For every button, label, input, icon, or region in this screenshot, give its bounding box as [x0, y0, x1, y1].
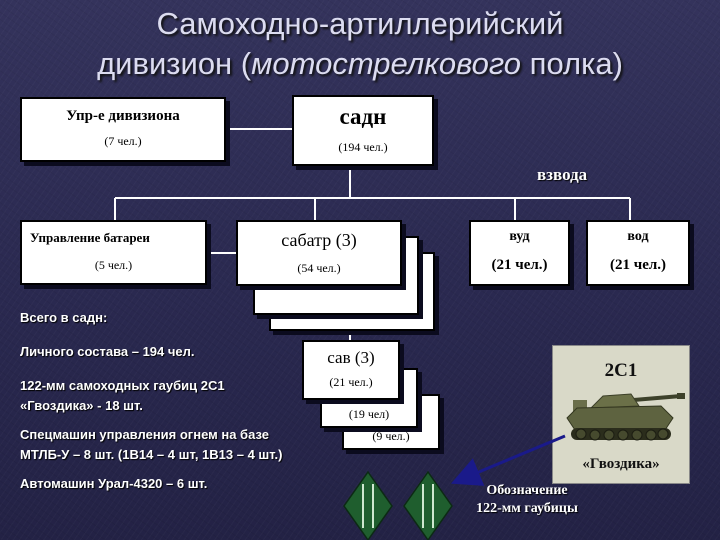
box-label: сабатр (3)	[281, 230, 357, 250]
legend-line-1: Обозначение	[486, 483, 568, 498]
sadn-box[interactable]: садн (194 чел.)	[292, 95, 434, 166]
box-count: (5 чел.)	[94, 258, 133, 272]
vzvoda-label: взвода	[537, 165, 588, 184]
howitzer-photo-card: 2С1 «Гвоздика»	[552, 345, 690, 484]
slide-title: Самоходно-артиллерийский дивизион (мотос…	[0, 4, 720, 84]
box-label: Управление батареи	[30, 230, 150, 245]
box-count: (19 чел)	[348, 407, 390, 421]
box-count: (54 чел.)	[297, 261, 341, 275]
howitzer-symbol-icon	[343, 470, 393, 540]
vud-box[interactable]: вуд (21 чел.)	[469, 220, 570, 286]
box-count: (9 чел.)	[372, 429, 410, 443]
summary-howitzers: 122-мм самоходных гаубиц 2С1 «Гвоздика» …	[20, 378, 225, 413]
howitzer-symbols	[343, 470, 453, 540]
box-count: (7 чел.)	[104, 134, 142, 148]
self-propelled-gun-image	[566, 393, 685, 441]
box-count: (21 чел.)	[329, 375, 373, 389]
box-count: (21 чел.)	[609, 257, 667, 273]
title-part-italic: мотострелкового	[251, 46, 522, 81]
legend-text: Обозначение 122-мм гаубицы	[452, 482, 602, 518]
sav-box[interactable]: сав (3) (21 чел.)	[302, 340, 400, 400]
vod-box[interactable]: вод (21 чел.)	[586, 220, 690, 286]
upr-divisiona-box[interactable]: Упр-е дивизиона (7 чел.)	[20, 97, 226, 162]
box-label: сав (3)	[327, 348, 375, 367]
box-label: садн	[339, 104, 387, 129]
box-label: вод	[627, 229, 649, 244]
howitzer-symbol-icon	[403, 470, 453, 540]
box-count: (21 чел.)	[491, 257, 548, 273]
upr-batarei-box[interactable]: Управление батареи (5 чел.)	[20, 220, 207, 285]
photo-name-label: «Гвоздика»	[582, 456, 660, 472]
title-line-2: дивизион (мотострелкового полка)	[0, 44, 720, 84]
sabatr-box[interactable]: сабатр (3) (54 чел.)	[236, 220, 402, 286]
summary-text: Всего в садн: Личного состава – 194 чел.…	[20, 308, 295, 503]
title-part-a: дивизион (	[97, 46, 252, 81]
summary-fire-control: Спецмашин управления огнем на базе МТЛБ-…	[20, 427, 283, 462]
title-line-1: Самоходно-артиллерийский	[156, 6, 564, 41]
box-label: Упр-е дивизиона	[66, 108, 180, 124]
summary-trucks: Автомашин Урал-4320 – 6 шт.	[20, 476, 208, 491]
box-count: (194 чел.)	[338, 140, 388, 154]
arrow-icon	[450, 434, 566, 486]
summary-heading: Всего в садн:	[20, 310, 108, 325]
photo-model-label: 2С1	[604, 360, 638, 381]
summary-personnel: Личного состава – 194 чел.	[20, 344, 195, 359]
legend-line-2: 122-мм гаубицы	[476, 501, 578, 516]
title-part-c: полка)	[521, 46, 623, 81]
box-label: вуд	[509, 229, 530, 244]
